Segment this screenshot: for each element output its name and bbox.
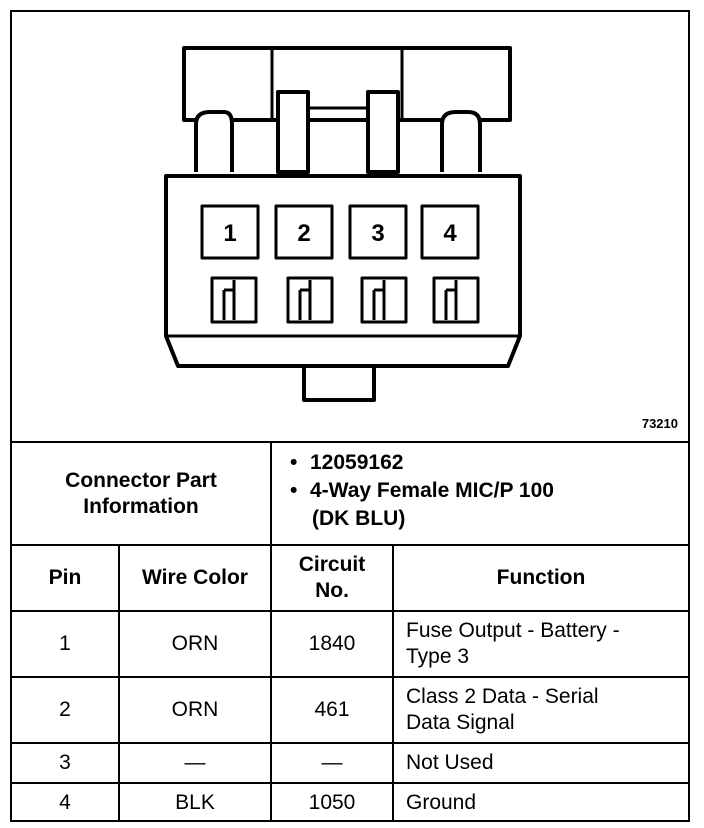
- side-post-right: [440, 110, 482, 172]
- connector-tab: [302, 364, 376, 402]
- part-info-row: Connector Part Information •12059162 •4-…: [12, 443, 689, 546]
- wire-color-cell: BLK: [118, 782, 272, 822]
- pin-cell: 1: [12, 610, 120, 678]
- pin-label-4: 4: [443, 220, 457, 247]
- function-cell: Class 2 Data - Serial Data Signal: [391, 676, 689, 744]
- header-wire-color: Wire Color: [118, 544, 272, 612]
- connector-drawing: 1 2 3 4: [164, 46, 522, 402]
- part-number-item: •12059162: [290, 449, 688, 477]
- bullet-icon: •: [290, 451, 298, 474]
- circuit-cell: —: [270, 742, 394, 784]
- function-cell: Not Used: [391, 742, 689, 784]
- connector-sheet: 1 2 3 4 73210 Connector Part Information…: [10, 10, 690, 822]
- part-info-label-line2: Information: [83, 494, 199, 518]
- latch-post-left: [276, 90, 310, 174]
- side-post-left: [194, 110, 234, 172]
- latch-post-right: [366, 90, 400, 174]
- circuit-cell: 461: [270, 676, 394, 744]
- function-cell: Ground: [391, 782, 689, 822]
- connector-info-table: Connector Part Information •12059162 •4-…: [12, 443, 689, 822]
- connector-type-item: •4-Way Female MIC/P 100: [290, 477, 688, 505]
- wire-color-cell: —: [118, 742, 272, 784]
- table-row: 1 ORN 1840 Fuse Output - Battery - Type …: [12, 610, 689, 678]
- header-pin: Pin: [12, 544, 120, 612]
- connector-color-item: (DK BLU): [312, 507, 406, 530]
- header-row: Pin Wire Color Circuit No. Function: [12, 544, 689, 612]
- wire-color-cell: ORN: [118, 610, 272, 678]
- part-info-label: Connector Part Information: [12, 443, 272, 546]
- bullet-icon: •: [290, 479, 298, 502]
- pin-cell: 3: [12, 742, 120, 784]
- pin-cell: 2: [12, 676, 120, 744]
- pin-label-3: 3: [371, 220, 384, 247]
- table-row: 4 BLK 1050 Ground: [12, 782, 689, 822]
- figure-id: 73210: [641, 416, 678, 431]
- pin-label-2: 2: [297, 220, 310, 247]
- header-function: Function: [391, 544, 689, 612]
- wire-color-cell: ORN: [118, 676, 272, 744]
- connector-diagram: 1 2 3 4 73210: [12, 12, 688, 443]
- part-info-label-line1: Connector Part: [65, 468, 217, 492]
- part-info-list: •12059162 •4-Way Female MIC/P 100 (DK BL…: [269, 443, 689, 546]
- circuit-cell: 1050: [270, 782, 394, 822]
- function-cell: Fuse Output - Battery - Type 3: [391, 610, 689, 678]
- table-row: 3 — — Not Used: [12, 742, 689, 784]
- circuit-cell: 1840: [270, 610, 394, 678]
- header-circuit: Circuit No.: [270, 544, 394, 612]
- pin-label-1: 1: [223, 220, 236, 247]
- pin-cell: 4: [12, 782, 120, 822]
- table-row: 2 ORN 461 Class 2 Data - Serial Data Sig…: [12, 676, 689, 744]
